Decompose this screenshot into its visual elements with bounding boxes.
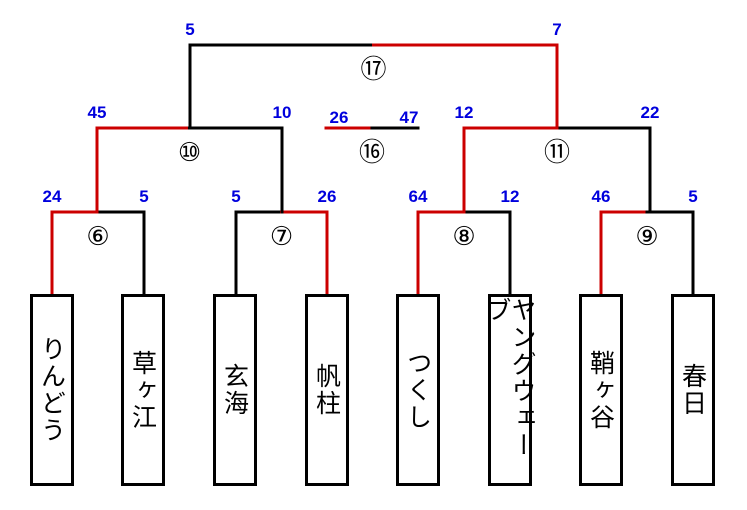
m11-label: ⑪ (544, 138, 570, 168)
m9-label: ⑨ (635, 222, 658, 252)
team-name-1: りんどう (37, 336, 67, 444)
team-name-8: 春日 (678, 363, 708, 417)
m6-score-left: 24 (43, 187, 62, 206)
team-box-1: りんどう (30, 294, 74, 486)
m7-score-right: 26 (318, 187, 337, 206)
m10-label: ⑩ (178, 138, 201, 168)
team-box-3: 玄海 (213, 294, 257, 486)
m11-score-left: 12 (455, 103, 474, 122)
m8-label: ⑧ (452, 222, 475, 252)
m10-score-right: 10 (273, 103, 292, 122)
team-name-6: ヤングウェーブ (483, 297, 537, 459)
m17-label: ⑰ (360, 55, 386, 85)
team-name-5: つくし (403, 349, 433, 431)
m16-label: ⑯ (359, 138, 385, 168)
m9-score-left: 46 (592, 187, 611, 206)
team-box-6: ヤングウェーブ (483, 294, 537, 486)
team-name-3: 玄海 (220, 363, 250, 417)
team-box-7: 鞘ヶ谷 (579, 294, 623, 486)
m16-score-right: 47 (400, 108, 419, 127)
team-box-5: つくし (396, 294, 440, 486)
team-name-2: 草ヶ江 (128, 349, 158, 431)
m7-score-left: 5 (231, 187, 240, 206)
m16-score-left: 26 (330, 108, 349, 127)
m6-label: ⑥ (86, 222, 109, 252)
team-box-4: 帆柱 (305, 294, 349, 486)
m8-score-right: 12 (501, 187, 520, 206)
m7-label: ⑦ (270, 222, 293, 252)
m11-score-right: 22 (641, 103, 660, 122)
m8-score-left: 64 (409, 187, 428, 206)
m17-score-right: 7 (552, 20, 561, 39)
team-name-4: 帆柱 (312, 363, 342, 417)
m9-score-right: 5 (688, 187, 697, 206)
m10-score-left: 45 (88, 103, 107, 122)
m17-score-left: 5 (185, 20, 194, 39)
team-name-7: 鞘ヶ谷 (586, 349, 616, 431)
m6-score-right: 5 (139, 187, 148, 206)
team-box-8: 春日 (671, 294, 715, 486)
team-box-2: 草ヶ江 (121, 294, 165, 486)
